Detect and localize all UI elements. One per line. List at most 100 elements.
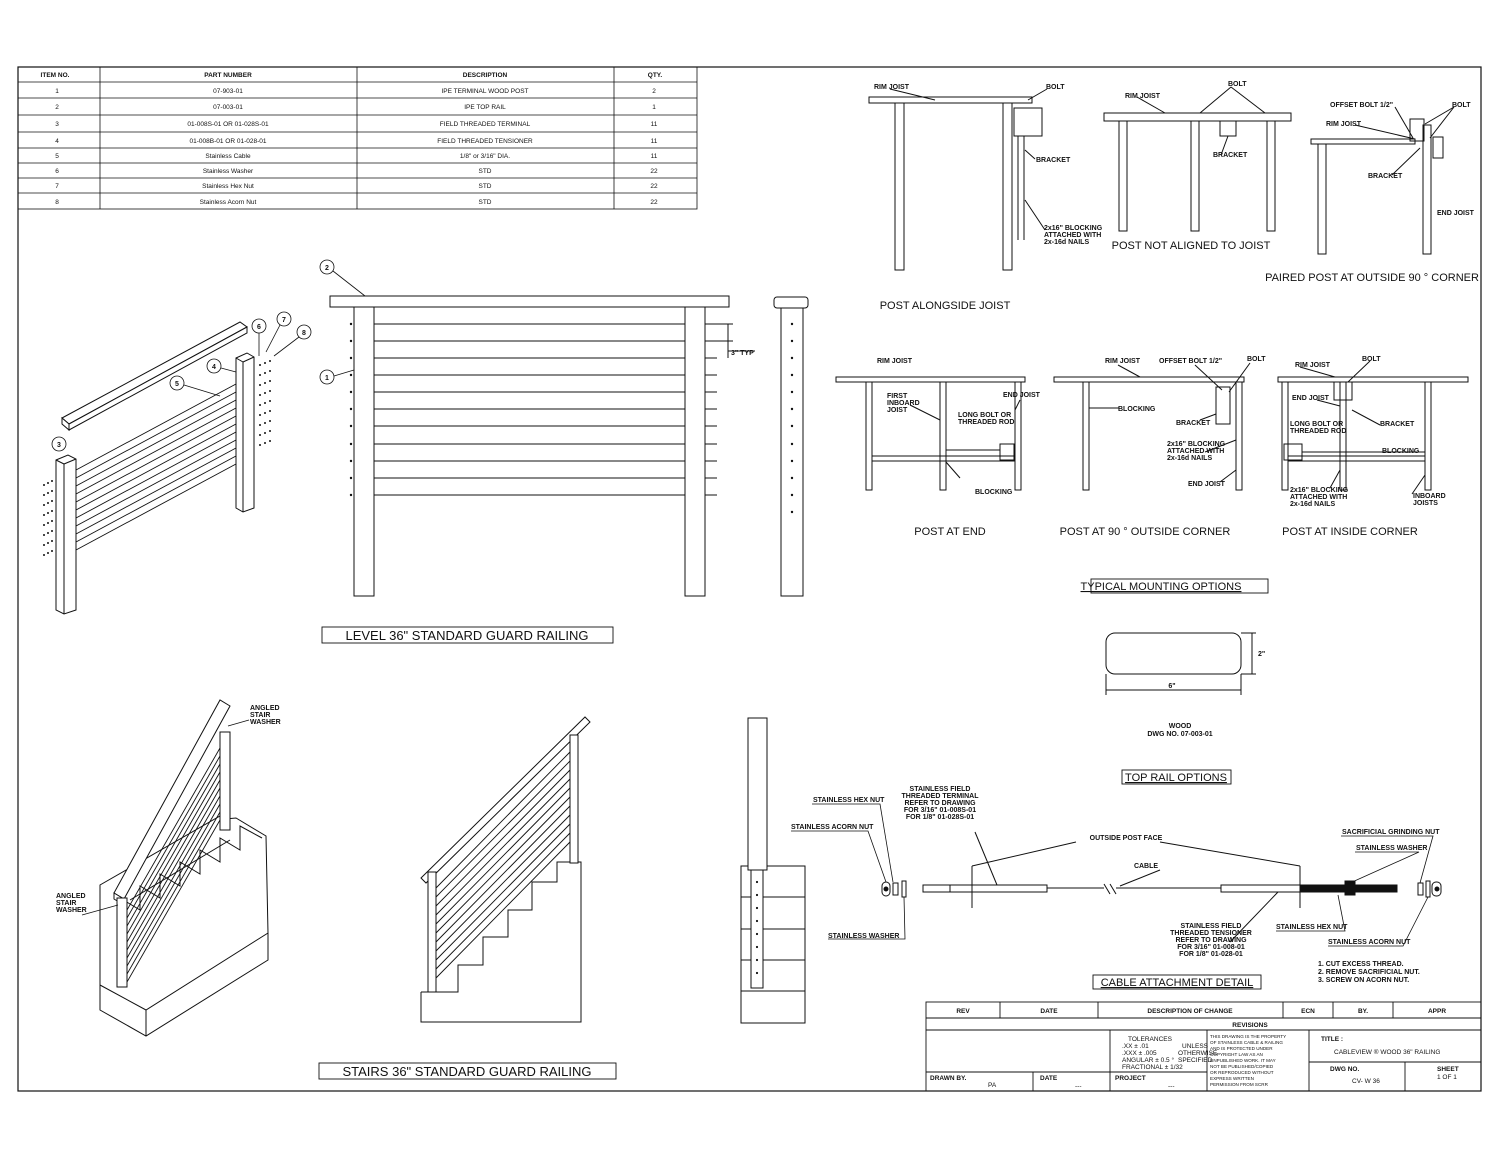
proprietary-line-8: EXPRESS WRITTEN: [1210, 1076, 1254, 1081]
table-row: 1 07-903-01 IPE TERMINAL WOOD POST 2: [55, 88, 656, 95]
balloon-7: 7: [265, 311, 292, 353]
bracket-label: BRACKET: [1036, 157, 1071, 164]
blocking-label-2: ATTACHED WITH: [1290, 494, 1347, 501]
blocking-label-1: 2x16" BLOCKING: [1290, 487, 1349, 494]
balloon-1: 1: [319, 369, 355, 385]
bom-part: 01-008B-01 OR 01-028-01: [190, 138, 267, 145]
bom-qty: 11: [651, 138, 658, 145]
proprietary-notice: THIS DRAWING IS THE PROPERTY OF STAINLES…: [1210, 1034, 1286, 1087]
bom-item: 5: [55, 153, 59, 160]
field-terminal-label-4: FOR 3/16" 01-008S-01: [904, 807, 976, 814]
isometric-exploded-view: [55, 321, 255, 615]
angled-washer-top-label-1: ANGLED: [250, 705, 280, 712]
proprietary-line-6: NOT BE PUBLISHED/COPIED: [1210, 1064, 1274, 1069]
outside-corner-labels: RIM JOIST OFFSET BOLT 1/2" BOLT BLOCKING…: [1105, 356, 1266, 488]
bom-header-item: ITEM NO.: [41, 72, 70, 79]
table-row: 5 Stainless Cable 1/8" or 3/16" DIA. 11: [55, 153, 658, 160]
bolt-label: BOLT: [1046, 84, 1065, 91]
washer-right-label: STAINLESS WASHER: [1356, 845, 1427, 852]
project-label: PROJECT: [1115, 1075, 1146, 1082]
bracket-label: BRACKET: [1368, 173, 1403, 180]
post-inside-corner-caption: POST AT INSIDE CORNER: [1282, 526, 1418, 538]
bom-item: 4: [55, 138, 59, 145]
note-1: 1. CUT EXCESS THREAD.: [1318, 961, 1404, 968]
svg-text:6: 6: [257, 324, 261, 331]
inboard-label-2: JOISTS: [1413, 500, 1438, 507]
dwg-no-value: CV- W 36: [1352, 1078, 1380, 1085]
cable-caption-box: [1092, 974, 1262, 990]
bom-part: Stainless Acorn Nut: [200, 199, 257, 206]
level-side-post-view: [773, 296, 809, 597]
ecn-header: ECN: [1301, 1008, 1315, 1015]
level-balloons: 2 1: [319, 259, 366, 385]
table-row: 2 07-003-01 IPE TOP RAIL 1: [55, 104, 656, 111]
tolerance-block: TOLERANCES .XX ± .01 .XXX ± .005 ANGULAR…: [1122, 1036, 1218, 1071]
first-inboard-label-3: JOIST: [887, 407, 908, 414]
bolt-label: BOLT: [1362, 356, 1381, 363]
stairs-caption: STAIRS 36" STANDARD GUARD RAILING: [342, 1064, 591, 1079]
date-label: DATE: [1040, 1075, 1058, 1082]
post-alongside-caption: POST ALONGSIDE JOIST: [880, 300, 1011, 312]
stairs-isometric-cables: [126, 747, 221, 983]
blocking-label: BLOCKING: [975, 489, 1013, 496]
blocking-label-1: 2x16" BLOCKING: [1044, 225, 1103, 232]
svg-text:7: 7: [282, 317, 286, 324]
stairs-side-post-holes: [755, 880, 759, 975]
sheet-border: [17, 66, 1482, 1092]
bom-qty: 2: [652, 88, 656, 95]
bolt-label: BOLT: [1452, 102, 1471, 109]
bom-header-row: ITEM NO. PART NUMBER DESCRIPTION QTY.: [41, 72, 663, 79]
cable-label: CABLE: [1134, 863, 1158, 870]
stairs-elevation-cables: [435, 751, 571, 979]
end-joist-label: END JOIST: [1188, 481, 1226, 488]
post-at-end-labels: RIM JOIST FIRST INBOARD JOIST END JOIST …: [877, 358, 1041, 496]
top-rail-caption-box: [1121, 769, 1232, 785]
bom-desc: IPE TOP RAIL: [464, 104, 506, 111]
acorn-nut-right-label: STAINLESS ACORN NUT: [1328, 939, 1411, 946]
bill-of-materials-table: [17, 66, 698, 210]
stairs-isometric-view: [99, 699, 269, 1037]
sheet-label: SHEET: [1437, 1066, 1459, 1073]
blocking-label-3: 2x-16d NAILS: [1167, 455, 1212, 462]
bom-desc: IPE TERMINAL WOOD POST: [441, 88, 528, 95]
long-bolt-label-1: LONG BOLT OR: [958, 412, 1011, 419]
drawing-title: CABLEVIEW ® WOOD 36" RAILING: [1334, 1048, 1440, 1056]
cable-detail-leaders: [791, 803, 1434, 947]
alongside-labels: RIM JOIST BOLT BRACKET 2x16" BLOCKING AT…: [874, 84, 1103, 246]
mount-post-outside-corner: [1053, 362, 1251, 491]
svg-text:4: 4: [212, 364, 216, 371]
bom-qty: 22: [650, 168, 658, 175]
mount-post-inside-corner: [1277, 360, 1469, 495]
inboard-label-1: INBOARD: [1413, 493, 1446, 500]
revisions-label: REVISIONS: [1232, 1022, 1268, 1029]
rim-joist-label: RIM JOIST: [877, 358, 913, 365]
isometric-cables: [75, 383, 237, 551]
angled-washer-labels: ANGLED STAIR WASHER ANGLED STAIR WASHER: [56, 705, 281, 914]
bom-qty: 1: [652, 104, 656, 111]
blocking-label-3: 2x-16d NAILS: [1044, 239, 1089, 246]
stair-washer-leaders: [81, 719, 250, 916]
note-3: 3. SCREW ON ACORN NUT.: [1318, 977, 1409, 984]
bom-item: 7: [55, 183, 59, 190]
bom-rows: 1 07-903-01 IPE TERMINAL WOOD POST 2 2 0…: [55, 88, 658, 206]
bracket-label: BRACKET: [1176, 420, 1211, 427]
bom-desc: FIELD THREADED TENSIONER: [437, 138, 533, 145]
isometric-hardware-dots: [43, 360, 271, 556]
wood-label: WOOD: [1169, 723, 1192, 730]
typical-mounting-caption: TYPICAL MOUNTING OPTIONS: [1081, 581, 1242, 593]
field-terminal-label-5: FOR 1/8" 01-028S-01: [906, 814, 974, 821]
side-post-holes: [790, 322, 794, 514]
bom-part: Stainless Hex Nut: [202, 183, 254, 190]
table-row: 6 Stainless Washer STD 22: [55, 168, 658, 175]
bolt-label: BOLT: [1228, 81, 1247, 88]
proprietary-line-4: COPYRIGHT LAW AS AN: [1210, 1052, 1263, 1057]
bom-item: 2: [55, 104, 59, 111]
svg-text:5: 5: [175, 381, 179, 388]
top-rail-profile: [1105, 632, 1256, 695]
cable-detail-labels: STAINLESS HEX NUT STAINLESS ACORN NUT ST…: [791, 786, 1440, 984]
bom-item: 1: [55, 88, 59, 95]
balloon-6: 6: [251, 318, 267, 356]
proprietary-line-9: PERMISSION FROM SCRR: [1210, 1082, 1269, 1087]
level-left-terminal-dots: [349, 322, 353, 497]
paired-post-caption: PAIRED POST AT OUTSIDE 90 ° CORNER: [1265, 272, 1479, 284]
